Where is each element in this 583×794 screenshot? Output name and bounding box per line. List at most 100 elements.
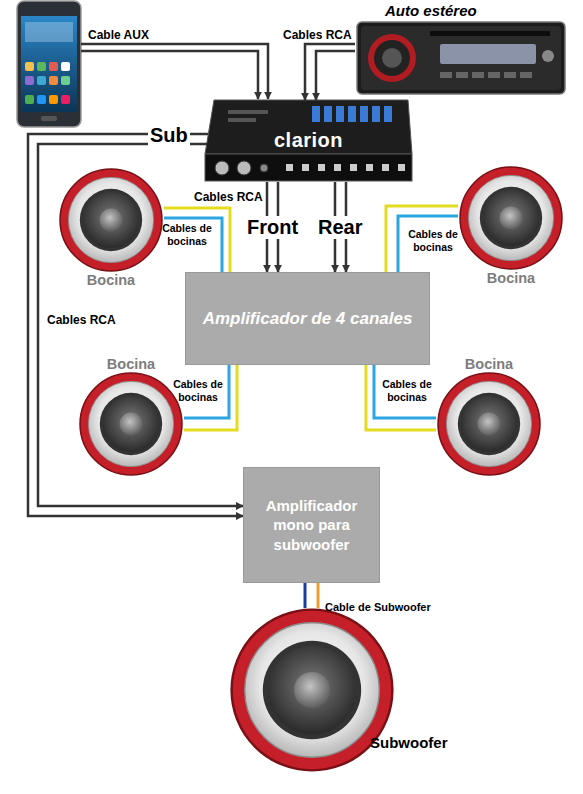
cable-label: Rear bbox=[316, 216, 364, 239]
car-stereo-unit bbox=[488, 72, 500, 78]
speaker-graphic bbox=[60, 169, 162, 271]
stereo-heading: Auto estéreo bbox=[385, 2, 477, 19]
speaker: Bocina bbox=[58, 168, 164, 290]
equalizer-unit bbox=[205, 100, 412, 154]
speaker-graphic bbox=[460, 167, 562, 269]
signal-cable bbox=[316, 51, 355, 100]
subwoofer-graphic bbox=[232, 610, 393, 771]
car-stereo-unit bbox=[456, 72, 468, 78]
equalizer: clarion bbox=[205, 100, 412, 182]
equalizer-unit bbox=[336, 106, 344, 122]
speaker-wire bbox=[304, 583, 307, 608]
cable-label: Cables de bocinas bbox=[170, 378, 226, 404]
smartphone bbox=[25, 95, 34, 104]
aux-cable bbox=[81, 51, 258, 99]
car-stereo-unit bbox=[542, 50, 554, 62]
cable-label: Sub bbox=[148, 124, 190, 147]
subwoofer-graphic bbox=[232, 610, 393, 771]
cable-label: Cables de bocinas bbox=[379, 378, 435, 404]
subwoofer-label: Subwoofer bbox=[370, 734, 448, 751]
speaker-graphic bbox=[60, 167, 562, 475]
equalizer-unit bbox=[398, 164, 405, 171]
equalizer-unit bbox=[318, 164, 325, 171]
speaker-wire bbox=[317, 583, 320, 608]
speaker-wire bbox=[366, 365, 436, 430]
speaker: Bocina bbox=[458, 166, 564, 288]
amplifier-label: Amplificador de 4 canales bbox=[203, 309, 413, 329]
speaker-label: Bocina bbox=[78, 356, 184, 372]
cable-label: Cable AUX bbox=[88, 28, 149, 42]
speaker-wire bbox=[305, 583, 318, 608]
smartphone bbox=[37, 95, 46, 104]
speaker: Bocina bbox=[78, 356, 184, 476]
equalizer-unit bbox=[205, 100, 412, 181]
equalizer-unit bbox=[260, 164, 268, 172]
amplifier-box: Amplificador mono para subwoofer bbox=[243, 467, 380, 583]
speaker-wire bbox=[374, 365, 436, 418]
car-stereo-unit bbox=[374, 40, 410, 76]
speaker: Bocina bbox=[436, 356, 542, 476]
amplifier-box: Amplificador de 4 canales bbox=[185, 272, 430, 365]
equalizer-unit bbox=[215, 161, 229, 175]
smartphone bbox=[37, 76, 46, 85]
car-stereo-unit bbox=[368, 34, 416, 82]
amplifier-label: Amplificador mono para subwoofer bbox=[248, 496, 375, 555]
car-stereo-unit bbox=[440, 44, 536, 64]
car-stereo: Auto estéreo bbox=[355, 0, 567, 97]
smartphone bbox=[41, 116, 57, 121]
speaker-label: Bocina bbox=[436, 356, 542, 372]
equalizer-unit bbox=[350, 164, 357, 171]
equalizer-unit bbox=[228, 110, 268, 114]
cable-label: Cables RCA bbox=[47, 313, 116, 327]
smartphone bbox=[25, 62, 34, 71]
speaker-graphic bbox=[80, 373, 182, 475]
smartphone bbox=[25, 76, 34, 85]
equalizer-unit bbox=[382, 164, 389, 171]
speaker-graphic bbox=[438, 373, 540, 475]
equalizer-unit bbox=[348, 106, 356, 122]
car-stereo-unit bbox=[357, 22, 565, 94]
smartphone bbox=[21, 16, 77, 112]
equalizer-unit bbox=[228, 118, 256, 122]
cable-label: Cables RCA bbox=[194, 190, 263, 204]
equalizer-unit bbox=[312, 106, 320, 122]
smartphone bbox=[25, 22, 73, 42]
smartphone bbox=[61, 62, 70, 71]
aux-cable bbox=[81, 44, 268, 99]
cable-label: Cable de Subwoofer bbox=[325, 601, 431, 613]
equalizer-unit bbox=[366, 164, 373, 171]
car-stereo-unit bbox=[440, 72, 452, 78]
equalizer-unit bbox=[324, 106, 332, 122]
equalizer-unit bbox=[286, 164, 293, 171]
smartphone bbox=[61, 95, 70, 104]
smartphone bbox=[49, 95, 58, 104]
smartphone bbox=[49, 76, 58, 85]
brand-name: clarion bbox=[205, 129, 412, 152]
car-stereo-unit bbox=[504, 72, 516, 78]
equalizer-unit bbox=[334, 164, 341, 171]
aux-cable bbox=[81, 44, 268, 99]
car-stereo-unit bbox=[430, 31, 550, 36]
cable-label: Front bbox=[245, 216, 300, 239]
car-stereo-unit bbox=[382, 48, 402, 68]
smartphone bbox=[17, 1, 81, 127]
car-stereo-unit bbox=[357, 22, 565, 94]
equalizer-unit bbox=[205, 154, 412, 181]
car-stereo-unit bbox=[361, 26, 561, 90]
smartphone bbox=[49, 62, 58, 71]
signal-cable bbox=[305, 44, 355, 100]
cable-label: Cables RCA bbox=[283, 28, 352, 42]
signal-cable bbox=[305, 44, 355, 100]
equalizer-unit bbox=[237, 161, 251, 175]
car-stereo-unit bbox=[472, 72, 484, 78]
equalizer-unit bbox=[360, 106, 368, 122]
subwoofer: Subwoofer bbox=[230, 608, 462, 774]
equalizer-unit bbox=[372, 106, 380, 122]
equalizer-unit bbox=[302, 164, 309, 171]
speaker-label: Bocina bbox=[58, 272, 164, 288]
speaker-wire bbox=[366, 365, 436, 430]
cable-label: Cables de bocinas bbox=[404, 228, 462, 254]
